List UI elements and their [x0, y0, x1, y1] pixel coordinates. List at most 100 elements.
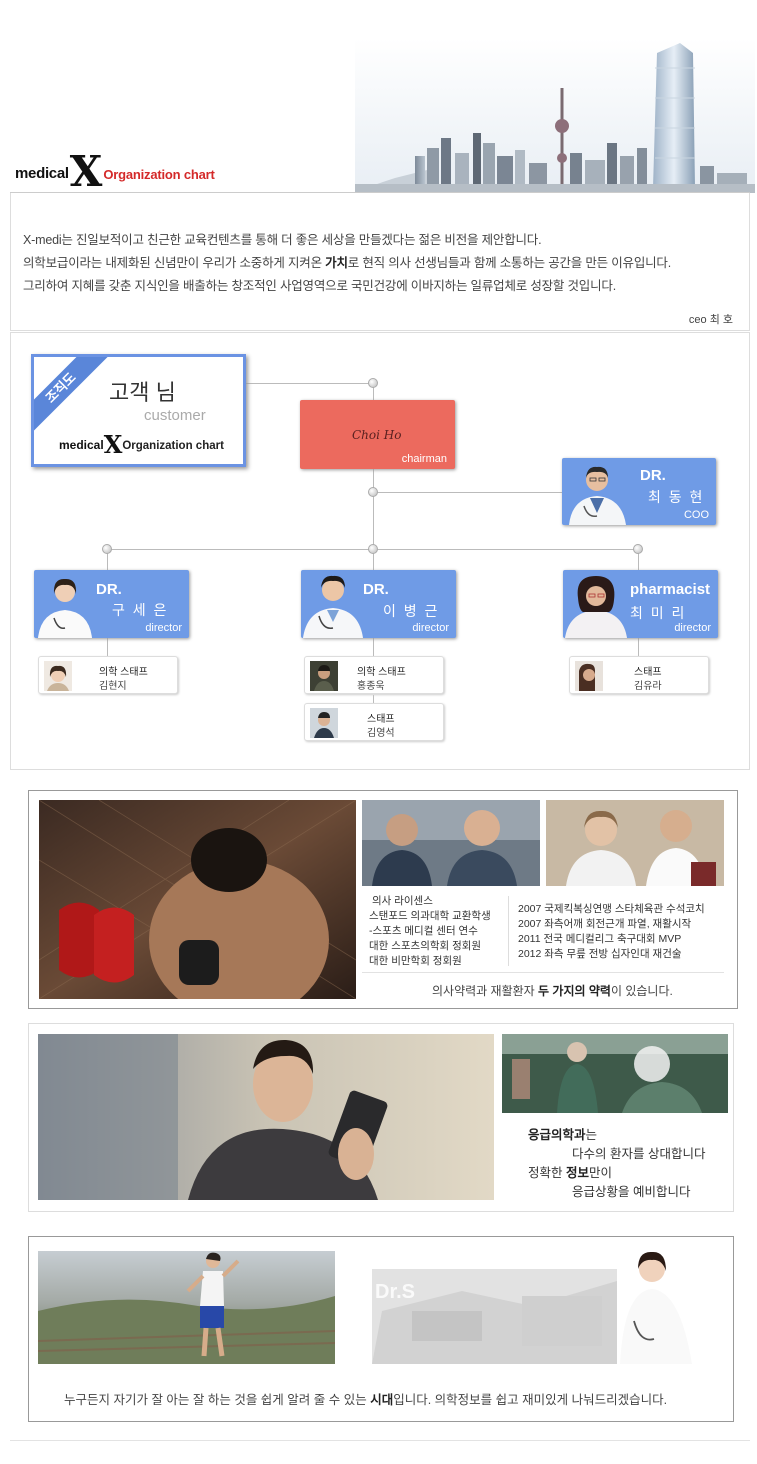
doctor-photo	[569, 466, 626, 525]
credential-item: -스포츠 메디컬 센터 연수	[369, 925, 478, 937]
doctor-credentials: 의사 라이센스 스탠포드 의과대학 교환학생 -스포츠 메디컬 센터 연수 대한…	[369, 894, 491, 969]
director-card-1: DR. 구 세 은 director	[34, 570, 189, 638]
staff-card-4: 스태프 김유라	[569, 656, 709, 694]
history-item: 2011 전국 메디컬리그 축구대회 MVP	[518, 933, 682, 945]
logo-x-text: X	[69, 147, 103, 196]
emergency-text: 응급의학과는 다수의 환자를 상대합니다 정확한 정보만이 응급상황을 예비합니…	[528, 1126, 705, 1202]
connector-node	[102, 544, 112, 554]
logo-medical-text: medical	[15, 165, 69, 182]
emergency-line-3: 정확한 정보만이	[528, 1166, 613, 1180]
connector-chair-bottom	[373, 469, 374, 550]
connector-coo	[374, 492, 564, 493]
customer-title: 고객 님	[109, 380, 176, 405]
vision-caption: 누구든지 자기가 잘 아는 잘 하는 것을 쉽게 알려 줄 수 있는 시대입니다…	[64, 1393, 668, 1407]
coo-role: COO	[683, 509, 709, 521]
pharmacist-photo	[565, 576, 627, 638]
connector-staff-1	[107, 638, 108, 656]
customer-card: 조직도 고객 님 customer medical X Organization…	[31, 354, 246, 467]
emergency-line-2: 다수의 환자를 상대합니다	[572, 1147, 706, 1161]
chairman-role: chairman	[401, 453, 447, 465]
man-phone-photo	[38, 1034, 494, 1200]
chairman-signature: Choi Ho	[352, 428, 402, 442]
director-card-3: pharmacist 최 미 리 director	[563, 570, 718, 638]
boxer-photo	[39, 800, 356, 999]
connector-dir-1	[107, 550, 108, 570]
staff-2-title: 의학 스태프	[357, 667, 406, 678]
credential-item: 스탠포드 의과대학 교환학생	[369, 910, 491, 922]
customer-subtitle: customer	[144, 407, 206, 424]
doctor-photo	[303, 575, 363, 638]
city-skyline-image	[355, 38, 755, 193]
staff-card-2: 의학 스태프 홍종욱	[304, 656, 444, 694]
director-2-title: DR.	[363, 581, 389, 598]
doctor-photo	[38, 578, 92, 638]
intro-box	[10, 193, 750, 331]
vision-section	[28, 1236, 734, 1422]
intro-highlight: 가치	[325, 256, 348, 270]
history-item: 2007 국제킥복싱연맹 스타체육관 수석코치	[518, 903, 705, 915]
connector-node	[633, 544, 643, 554]
staff-avatar	[310, 708, 338, 738]
doctors-photo-1	[362, 800, 540, 886]
doctors-photo-2	[546, 800, 724, 886]
director-1-role: director	[145, 622, 182, 634]
director-3-title: pharmacist	[630, 581, 711, 598]
connector-staff-3	[373, 695, 374, 703]
staff-4-title: 스태프	[634, 667, 662, 678]
emergency-line-4: 응급상황을 예비합니다	[572, 1185, 691, 1199]
staff-avatar	[575, 661, 603, 691]
footer-divider	[10, 1440, 750, 1441]
staff-3-name: 김영석	[367, 728, 395, 739]
logo-org-text: Organization chart	[103, 167, 215, 182]
staff-4-name: 김유라	[634, 681, 662, 692]
connector-node	[368, 544, 378, 554]
connector-customer	[246, 383, 374, 384]
connector-node	[368, 487, 378, 497]
staff-1-title: 의학 스태프	[99, 667, 148, 678]
staff-card-3: 스태프 김영석	[304, 703, 444, 741]
director-2-role: director	[412, 622, 449, 634]
staff-card-1: 의학 스태프 김현지	[38, 656, 178, 694]
header-divider	[10, 192, 750, 193]
profile-caption-divider	[362, 972, 724, 973]
connector-staff-2	[373, 638, 374, 656]
coo-name: 최 동 현	[648, 489, 705, 505]
customer-logo: medical X Organization chart	[59, 430, 224, 459]
surgery-photo	[502, 1034, 728, 1113]
credential-item: 대한 스포츠의학회 정회원	[369, 940, 482, 952]
director-1-title: DR.	[96, 581, 122, 598]
hiker-photo	[38, 1251, 335, 1364]
history-item: 2012 좌측 무릎 전방 십자인대 재건술	[518, 948, 682, 960]
staff-3-title: 스태프	[367, 714, 395, 725]
staff-avatar	[310, 661, 338, 691]
emergency-line-1: 응급의학과는	[528, 1128, 598, 1142]
intro-line-1: X-medi는 진일보적이고 친근한 교육컨텐츠를 통해 더 좋은 세상을 만들…	[23, 233, 542, 247]
header-logo: medical X Organization chart	[15, 142, 215, 196]
staff-2-name: 홍종욱	[357, 681, 385, 692]
profile-section	[28, 790, 738, 1009]
profile-caption: 의사약력과 재활환자 두 가지의 약력이 있습니다.	[432, 984, 673, 998]
org-chart-panel	[10, 332, 750, 770]
coo-title: DR.	[640, 467, 666, 484]
chairman-card: Choi Ho chairman	[300, 400, 455, 469]
patient-history: 2007 국제킥복싱연맹 스타체육관 수석코치 2007 좌측어깨 회전근개 파…	[518, 902, 705, 962]
intro-line-2: 의학보급이라는 내제화된 신념만이 우리가 소중하게 지켜온 가치로 현직 의사…	[23, 256, 672, 270]
connector-staff-4	[638, 638, 639, 656]
ceo-signature: ceo 최 호	[688, 314, 733, 326]
credential-item: 의사 라이센스	[372, 895, 433, 907]
profile-divider	[508, 896, 509, 966]
connector-node	[368, 378, 378, 388]
org-chart-ribbon: 조직도	[34, 357, 108, 435]
director-1-name: 구 세 은	[112, 602, 169, 618]
dr-s-watermark: Dr.S	[375, 1281, 416, 1303]
connector-chair-top	[373, 384, 374, 400]
director-3-role: director	[674, 622, 711, 634]
staff-avatar	[44, 661, 72, 691]
credential-item: 대한 비만학회 정회원	[369, 955, 462, 967]
director-3-name: 최 미 리	[630, 605, 687, 621]
director-card-2: DR. 이 병 근 director	[301, 570, 456, 638]
intro-line-3: 그리하여 지혜를 갖춘 지식인을 배출하는 창조적인 사업영역으로 국민건강에 …	[23, 279, 616, 293]
coo-card: DR. 최 동 현 COO	[562, 458, 716, 525]
staff-1-name: 김현지	[99, 681, 127, 692]
connector-dir-2	[373, 550, 374, 570]
